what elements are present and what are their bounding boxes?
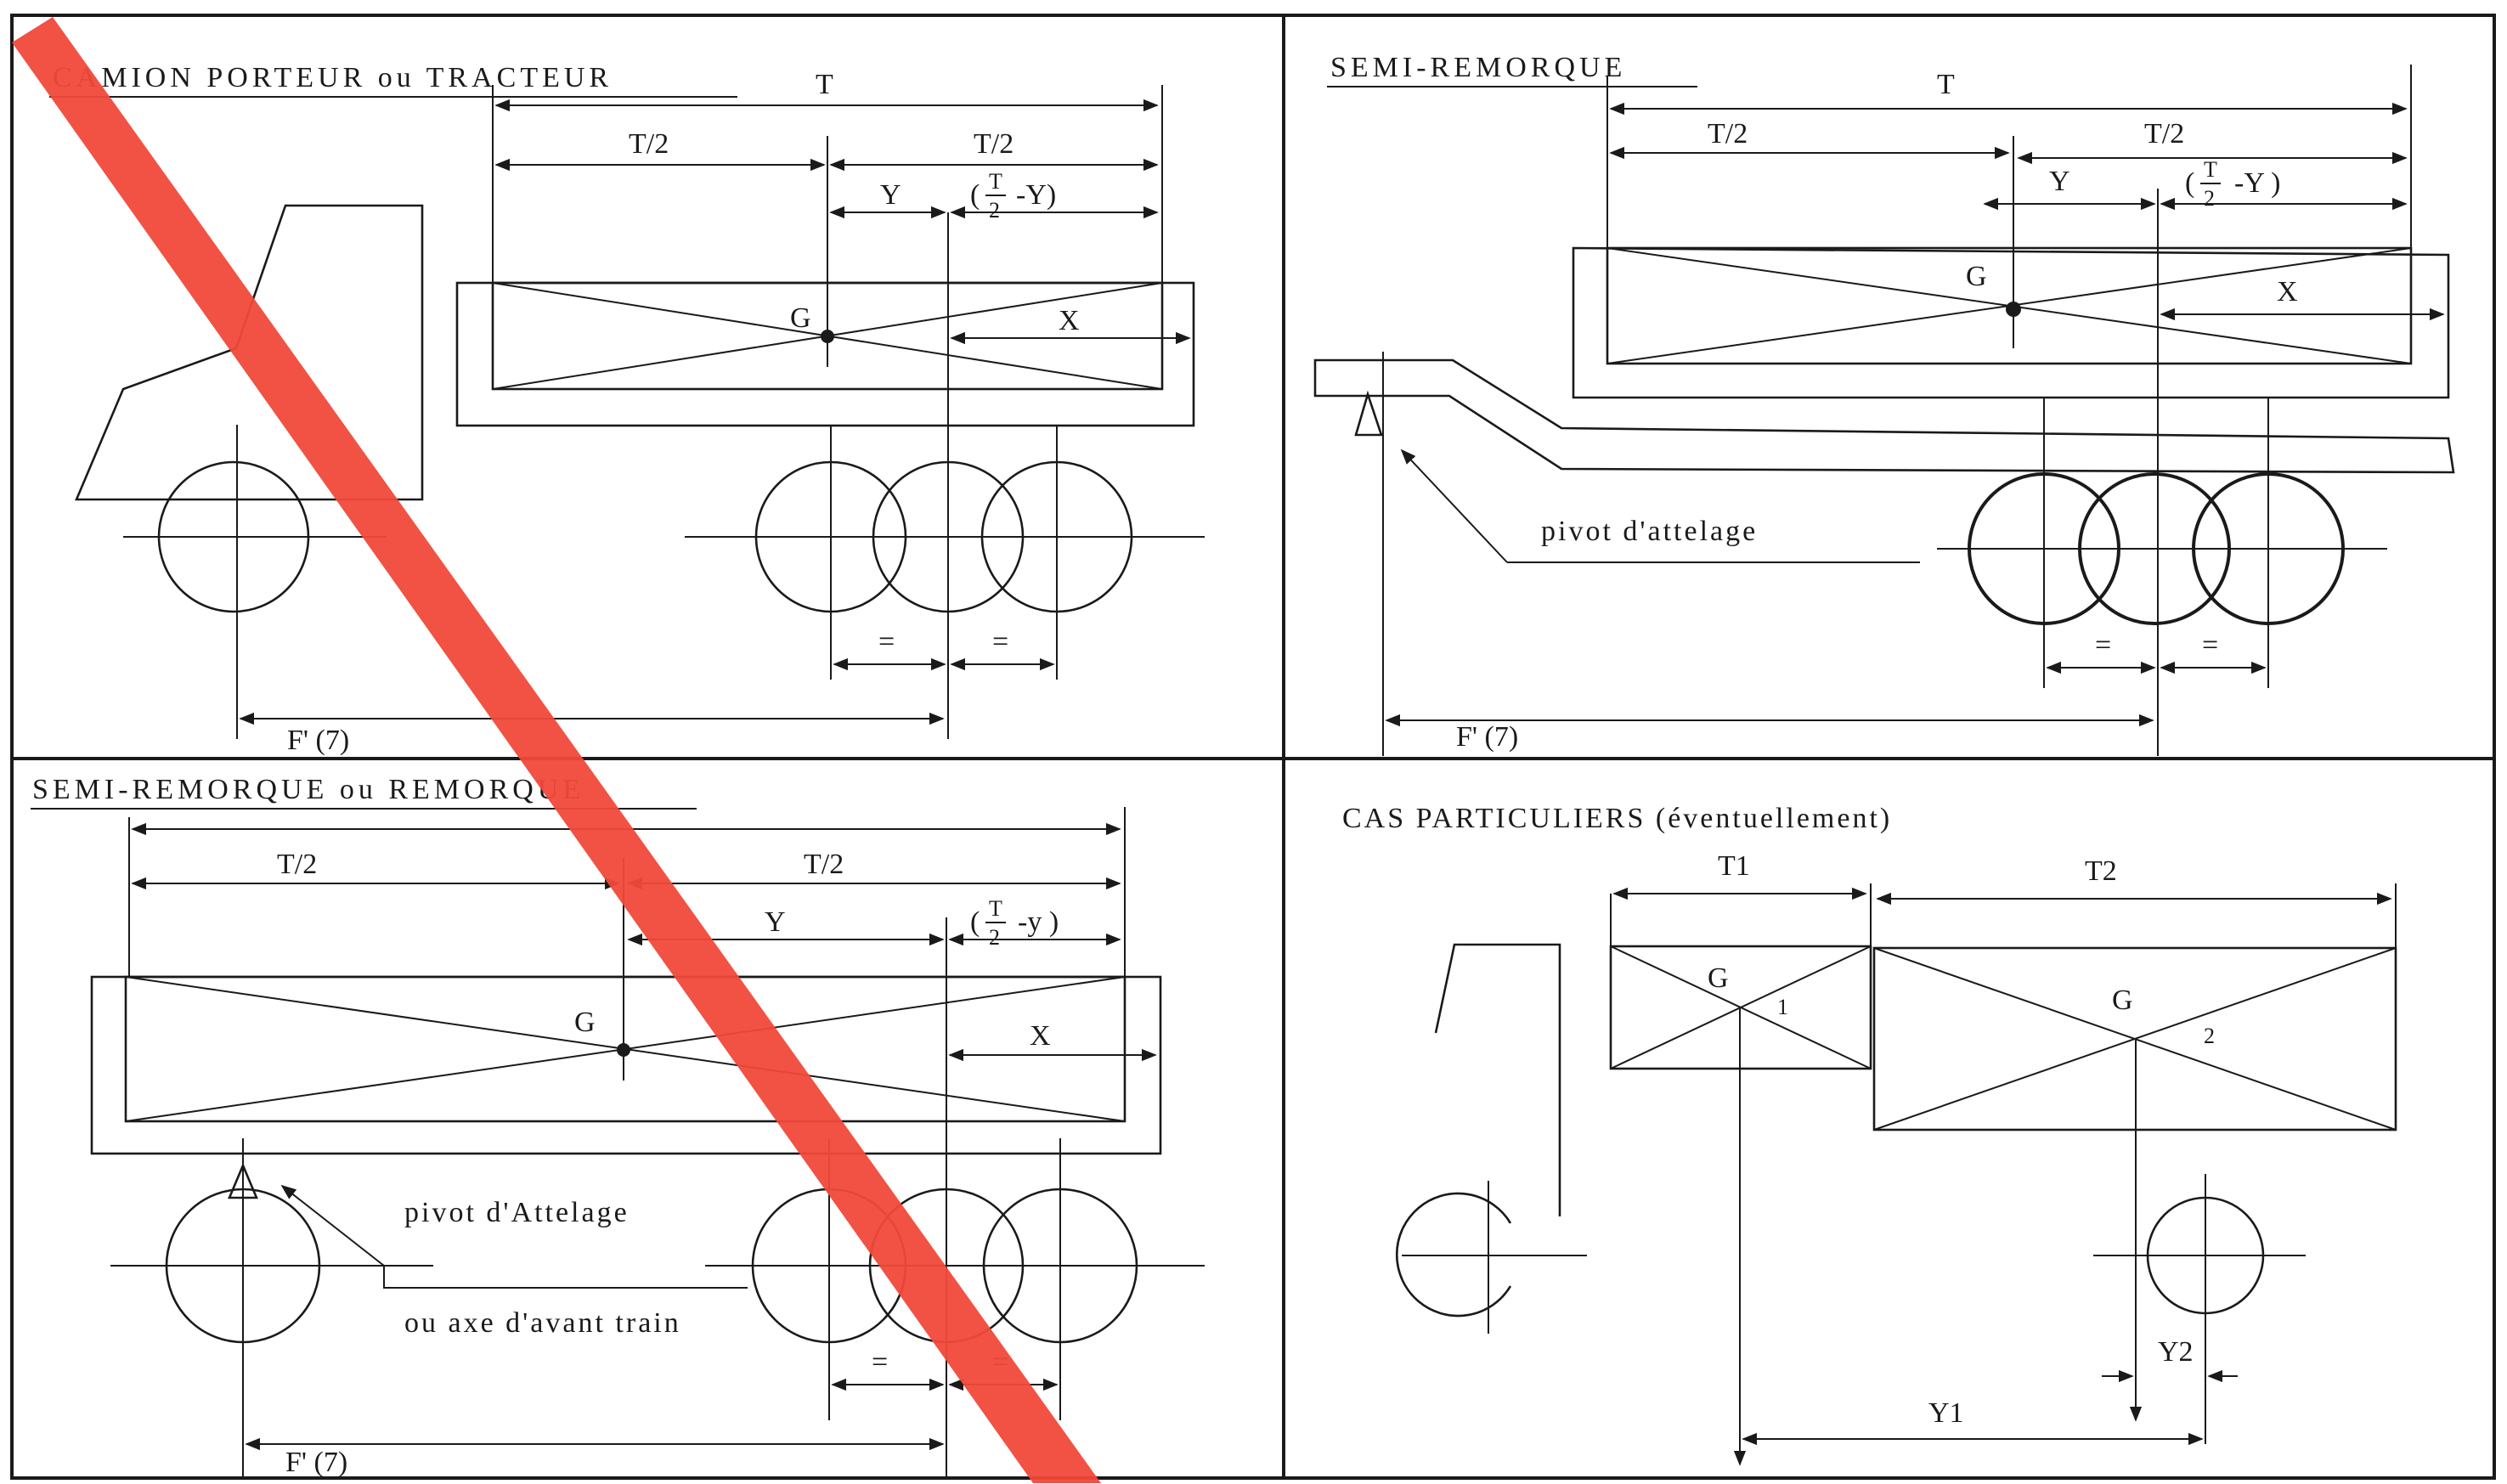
- body-outline: [90, 975, 1162, 1155]
- svg-text:T: T: [989, 896, 1002, 921]
- pivot-leader: [383, 1266, 748, 1289]
- label-pivot: pivot d'attelage: [1541, 516, 1758, 547]
- label-f: F' (7): [1456, 721, 1518, 753]
- label-g1: G: [1708, 962, 1729, 994]
- label-eq2: =: [2202, 629, 2218, 661]
- label-t2-left: T/2: [629, 128, 669, 160]
- label-t2-right: T/2: [2144, 118, 2184, 150]
- label-half-t-minus-y: ( T 2 -y ): [970, 896, 1059, 950]
- label-eq1: =: [2095, 629, 2111, 661]
- panel-title: SEMI-REMORQUE ou REMORQUE: [32, 774, 584, 805]
- label-g: G: [574, 1007, 596, 1038]
- svg-text:-Y ): -Y ): [2234, 167, 2280, 199]
- label-axe-avant-train: ou axe d'avant train: [404, 1307, 681, 1339]
- svg-text:2: 2: [989, 198, 1000, 223]
- label-t2-right: T/2: [804, 849, 844, 880]
- label-t1: T1: [1718, 850, 1750, 882]
- panel-semi-remorque: SEMI-REMORQUE G pivot d'attelage T T/2 T…: [1313, 52, 2455, 756]
- label-eq1: =: [878, 626, 895, 657]
- label-y2: Y2: [2158, 1336, 2194, 1368]
- svg-text:-y ): -y ): [1018, 906, 1059, 938]
- label-y1: Y1: [1928, 1397, 1964, 1429]
- label-n1: 1: [1777, 995, 1788, 1019]
- label-x: X: [2277, 276, 2298, 308]
- kingpin-triangle: [1354, 390, 1383, 437]
- label-x: X: [1059, 305, 1080, 336]
- label-half-t-minus-y: ( T 2 -Y ): [2185, 157, 2280, 211]
- svg-text:2: 2: [2204, 186, 2215, 211]
- load-box: [1606, 246, 2413, 365]
- label-t2-left: T/2: [1708, 118, 1748, 150]
- label-n2: 2: [2204, 1024, 2215, 1048]
- label-y: Y: [2049, 166, 2070, 197]
- panel-title: SEMI-REMORQUE: [1330, 52, 1626, 83]
- svg-text:(: (: [970, 906, 980, 938]
- label-half-t-minus-y: ( T 2 -Y): [970, 169, 1056, 223]
- svg-text:(: (: [2185, 167, 2194, 199]
- panel-semi-remorque-ou-remorque: SEMI-REMORQUE ou REMORQUE G T/2 T/2 Y ( …: [31, 774, 1205, 1478]
- panel-title: CAS PARTICULIERS (éventuellement): [1342, 803, 1892, 834]
- svg-text:T: T: [989, 169, 1002, 194]
- label-pivot: pivot d'Attelage: [404, 1197, 630, 1228]
- label-g: G: [1966, 261, 1987, 292]
- pivot-arrow: [280, 1184, 385, 1267]
- outer-frame: [10, 14, 2496, 1480]
- label-g2: G: [2112, 985, 2133, 1016]
- cab-outline: [1434, 943, 1561, 1216]
- truck-cab: [75, 204, 424, 501]
- gooseneck-chassis: [1313, 358, 2455, 474]
- label-x: X: [1030, 1020, 1051, 1052]
- kingpin-triangle: [228, 1162, 258, 1199]
- label-f: F' (7): [287, 725, 349, 756]
- label-g: G: [790, 302, 811, 334]
- label-t2-right: T/2: [974, 128, 1014, 160]
- strike-through-band: [12, 17, 1101, 1483]
- svg-text:2: 2: [989, 925, 1000, 950]
- svg-text:-Y): -Y): [1016, 179, 1056, 211]
- body-outline: [1572, 246, 2450, 399]
- label-t: T: [816, 69, 833, 100]
- label-t2-left: T/2: [277, 849, 317, 880]
- panel-title: CAMION PORTEUR ou TRACTEUR: [53, 62, 613, 93]
- label-y: Y: [765, 906, 786, 938]
- label-eq1: =: [872, 1346, 888, 1378]
- front-wheel-partial: [1396, 1192, 1512, 1318]
- body-outline: [455, 281, 1195, 427]
- pivot-arrow: [1400, 449, 1508, 563]
- label-y: Y: [880, 179, 901, 211]
- panel-cas-particuliers: CAS PARTICULIERS (éventuellement) G 1 T1…: [1342, 803, 2397, 1466]
- svg-text:(: (: [970, 179, 980, 211]
- svg-text:T: T: [2204, 157, 2217, 182]
- label-eq2: =: [992, 626, 1008, 657]
- label-t: T: [1937, 69, 1955, 100]
- panel-camion-porteur: CAMION PORTEUR ou TRACTEUR G T T/2 T/2 Y…: [49, 62, 1205, 756]
- label-t2: T2: [2085, 855, 2117, 887]
- label-f: F' (7): [285, 1447, 347, 1478]
